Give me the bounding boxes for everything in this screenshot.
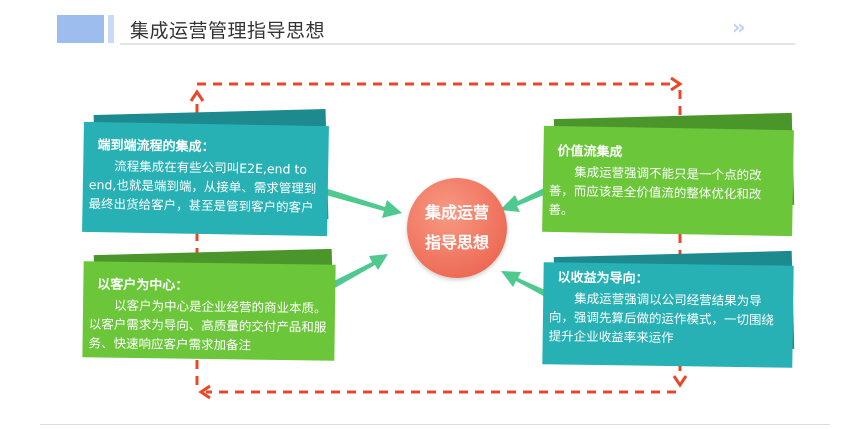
header-divider	[120, 43, 795, 45]
card-body: 集成运营强调不能只是一个点的改善，而应该是全价值流的整体优化和改善。	[548, 164, 762, 218]
green-arrow-tl	[322, 188, 402, 218]
arrow-right-icon	[670, 76, 683, 92]
card-heading: 以客户为中心：	[97, 277, 189, 294]
center-circle: 集成运营 指导思想	[407, 178, 507, 278]
green-arrow-bl	[330, 254, 388, 289]
arrow-left-icon	[198, 384, 211, 400]
card-body: 集成运营强调以公司经营结果为导向，强调先算后做的运作模式，一切围绕提升企业收益率…	[548, 290, 775, 346]
header-block	[57, 15, 104, 43]
center-line-1: 集成运营	[424, 203, 489, 222]
card-heading: 端到端流程的集成：	[97, 138, 215, 156]
card-heading: 价值流集成	[557, 144, 623, 161]
double-chevron-icon: ››	[732, 15, 746, 39]
center-line-2: 指导思想	[424, 233, 489, 252]
arrow-down-icon	[672, 375, 688, 388]
card-customer-centric: 以客户为中心： 以客户为中心是企业经营的商业本质。以客户需求为导向、高质量的交付…	[82, 261, 336, 361]
card-heading: 以收益为导向：	[557, 270, 649, 287]
footer-divider	[40, 424, 830, 425]
green-arrow-tr	[500, 186, 551, 212]
green-arrow-br	[501, 271, 552, 299]
card-body: 流程集成在有些公司叫E2E,end to end,也就是端到端，从接单、需求管理…	[88, 158, 317, 215]
card-body: 以客户为中心是企业经营的商业本质。以客户需求为导向、高质量的交付产品和服务、快速…	[88, 297, 327, 353]
header-accent-bar	[108, 15, 114, 43]
page-title: 集成运营管理指导思想	[130, 20, 326, 42]
card-end-to-end: 端到端流程的集成： 流程集成在有些公司叫E2E,end to end,也就是端到…	[82, 121, 329, 237]
card-profit-oriented: 以收益为导向： 集成运营强调以公司经营结果为导向，强调先算后做的运作模式，一切围…	[542, 262, 794, 368]
card-value-stream: 价值流集成 集成运营强调不能只是一个点的改善，而应该是全价值流的整体优化和改善。	[542, 125, 794, 237]
arrow-up-icon	[189, 89, 205, 102]
